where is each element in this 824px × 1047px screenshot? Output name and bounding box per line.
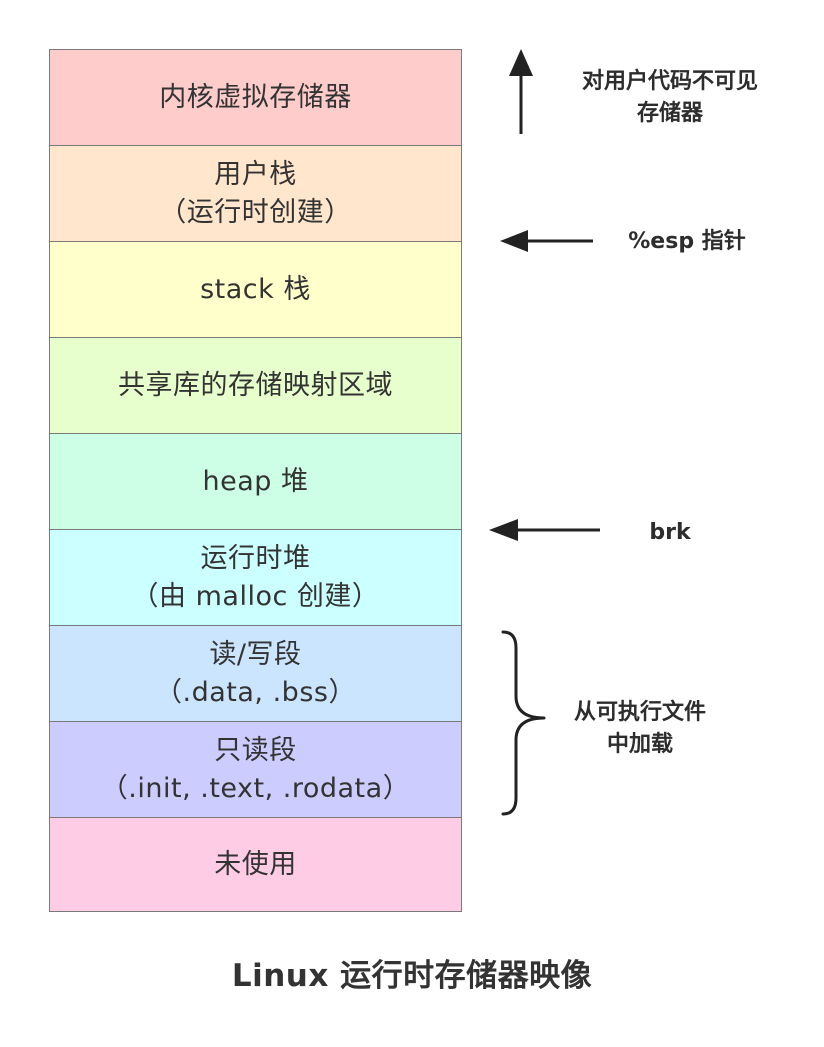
annotation-line: brk bbox=[649, 520, 691, 545]
segment-read-write: 读/写段 （.data, .bss） bbox=[50, 626, 461, 722]
memory-segment-stack: 内核虚拟存储器 用户栈 （运行时创建） stack 栈 共享库的存储映射区域 h… bbox=[49, 49, 462, 912]
segment-runtime-heap: 运行时堆 （由 malloc 创建） bbox=[50, 530, 461, 626]
right-curly-brace-icon bbox=[501, 630, 546, 816]
segment-label: stack 栈 bbox=[200, 273, 311, 305]
esp-arrow-icon bbox=[500, 230, 593, 252]
segment-label: 只读段 bbox=[214, 734, 297, 766]
segment-heap: heap 堆 bbox=[50, 434, 461, 530]
segment-user-stack: 用户栈 （运行时创建） bbox=[50, 146, 461, 242]
up-arrow-icon bbox=[509, 49, 533, 134]
segment-label: 未使用 bbox=[214, 848, 297, 880]
segment-label: 读/写段 bbox=[209, 638, 302, 670]
annotation-line: 对用户代码不可见 bbox=[581, 69, 758, 94]
segment-label: 运行时堆 bbox=[200, 542, 311, 574]
annotation-brk: brk bbox=[630, 517, 710, 549]
segment-label: 内核虚拟存储器 bbox=[159, 81, 352, 113]
annotation-loaded-from-executable: 从可执行文件 中加载 bbox=[545, 697, 735, 761]
annotation-line: 从可执行文件 bbox=[573, 700, 706, 725]
segment-stack: stack 栈 bbox=[50, 242, 461, 338]
segment-label: 用户栈 bbox=[214, 158, 297, 190]
annotation-invisible-to-user: 对用户代码不可见 存储器 bbox=[560, 66, 780, 130]
diagram-caption: Linux 运行时存储器映像 bbox=[231, 958, 593, 994]
annotation-esp-pointer: %esp 指针 bbox=[612, 226, 762, 258]
segment-sublabel: （运行时创建） bbox=[159, 196, 352, 228]
segment-read-only: 只读段 （.init, .text, .rodata） bbox=[50, 722, 461, 818]
segment-sublabel: （.init, .text, .rodata） bbox=[100, 772, 411, 804]
annotation-line: %esp 指针 bbox=[628, 229, 746, 254]
segment-label: heap 堆 bbox=[202, 465, 309, 497]
segment-shared-library-mapping: 共享库的存储映射区域 bbox=[50, 338, 461, 434]
segment-unused: 未使用 bbox=[50, 818, 461, 911]
brk-arrow-icon bbox=[489, 519, 600, 541]
segment-label: 共享库的存储映射区域 bbox=[118, 369, 393, 401]
segment-kernel-virtual-memory: 内核虚拟存储器 bbox=[50, 50, 461, 146]
annotation-line: 存储器 bbox=[636, 101, 703, 126]
annotation-line: 中加载 bbox=[606, 732, 673, 757]
segment-sublabel: （.data, .bss） bbox=[155, 676, 356, 708]
segment-sublabel: （由 malloc 创建） bbox=[131, 580, 380, 612]
